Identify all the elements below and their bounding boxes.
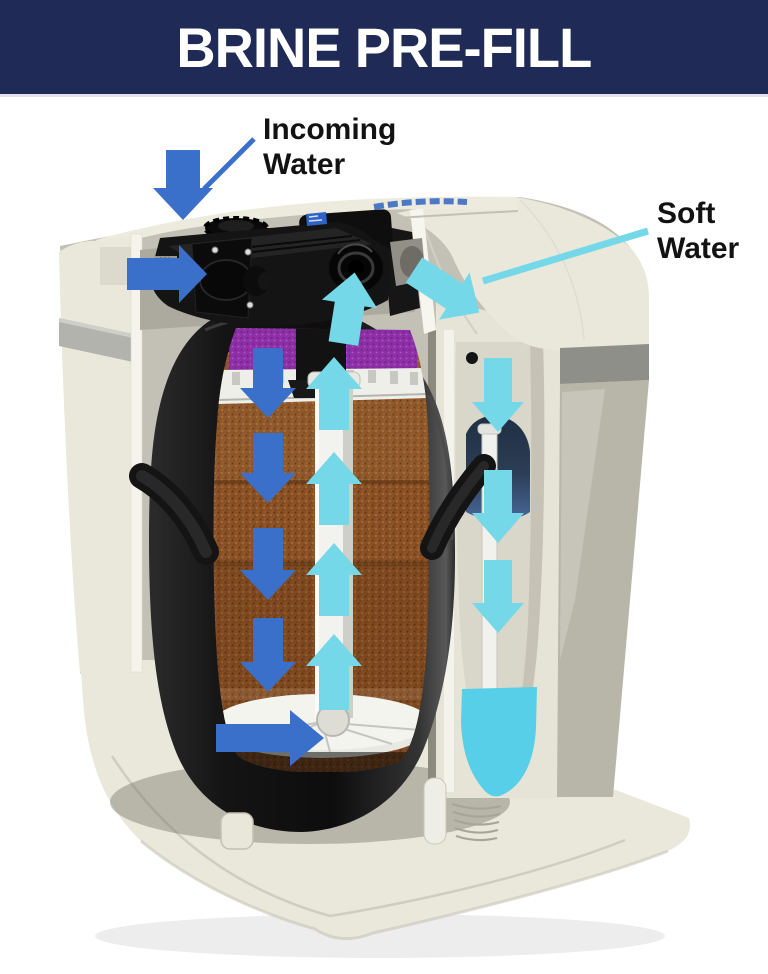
valve-display: [306, 212, 327, 226]
incoming-water-label: Incoming Water: [263, 113, 397, 181]
bottom-cross-arrow: [216, 710, 324, 766]
panel-trim-band: [59, 318, 133, 362]
tank-straps: [129, 454, 496, 565]
resin-down-arrow-2: [240, 433, 296, 503]
cabinet-right-side: [397, 197, 649, 797]
screw-icon: [466, 352, 478, 364]
header-banner: BRINE PRE-FILL: [0, 0, 768, 97]
well-down-arrow-2: [472, 470, 524, 543]
riser-up-arrow-4: [306, 634, 362, 710]
base-tab: [220, 812, 254, 850]
cabinet-left-panel: [59, 233, 143, 673]
brine-water-pool: [461, 687, 537, 797]
riser-up-arrow-3: [306, 543, 362, 616]
side-trim-band: [560, 344, 649, 384]
resin-down-arrow-4: [240, 618, 296, 692]
valve-to-well-arrow: [405, 257, 480, 320]
soft-water-label: Soft Water: [657, 197, 740, 265]
incoming-water-pointer-line: [202, 137, 256, 191]
incoming-water-arrows: [127, 150, 324, 766]
ground-shadow: [95, 914, 665, 958]
well-down-arrow-3: [472, 560, 524, 633]
into-valve-up-arrow: [321, 272, 378, 346]
soft-water-pointer-line: [481, 227, 650, 285]
incoming-arrow-inlet: [127, 245, 207, 303]
lid-decal: [373, 198, 468, 210]
resin-down-arrow-3: [240, 528, 296, 600]
soft-water-arrows: [306, 257, 524, 710]
control-valve: [150, 209, 426, 327]
brine-well-ribs: [451, 803, 502, 842]
well-down-arrow-1: [472, 358, 524, 432]
resin-down-arrow-1: [240, 348, 296, 418]
page-title: BRINE PRE-FILL: [176, 15, 593, 79]
riser-up-arrow-1: [306, 357, 362, 430]
incoming-arrow-top-down: [153, 150, 213, 220]
riser-up-arrow-2: [306, 452, 362, 525]
